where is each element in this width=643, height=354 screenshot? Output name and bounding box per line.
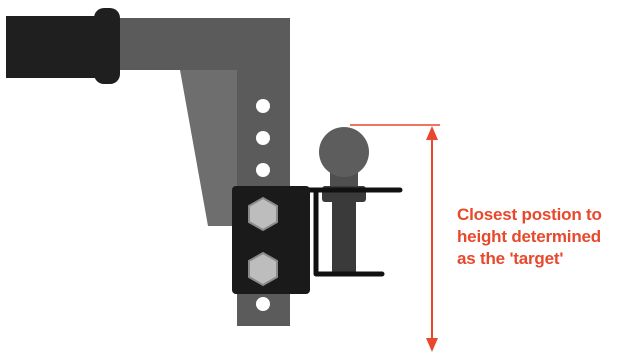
- shank-hole: [256, 131, 270, 145]
- ball-shank: [332, 200, 356, 276]
- receiver-tube: [6, 16, 110, 78]
- shank-hole: [256, 297, 270, 311]
- target-callout: Closest postion to height determined as …: [457, 204, 643, 270]
- pin-clip: [300, 187, 403, 277]
- hitch-gusset: [180, 70, 237, 226]
- shank-hole: [256, 163, 270, 177]
- callout-line-2: height determined: [457, 227, 601, 246]
- hitch-ball: [319, 127, 369, 177]
- bolt-head: [248, 251, 278, 287]
- arrow-down-icon: [426, 338, 438, 352]
- bolt-head: [248, 196, 278, 232]
- arrow-up-icon: [426, 126, 438, 140]
- callout-line-3: as the 'target': [457, 249, 564, 268]
- shank-hole: [256, 99, 270, 113]
- callout-line-1: Closest postion to: [457, 205, 602, 224]
- receiver-tube-collar: [94, 8, 120, 84]
